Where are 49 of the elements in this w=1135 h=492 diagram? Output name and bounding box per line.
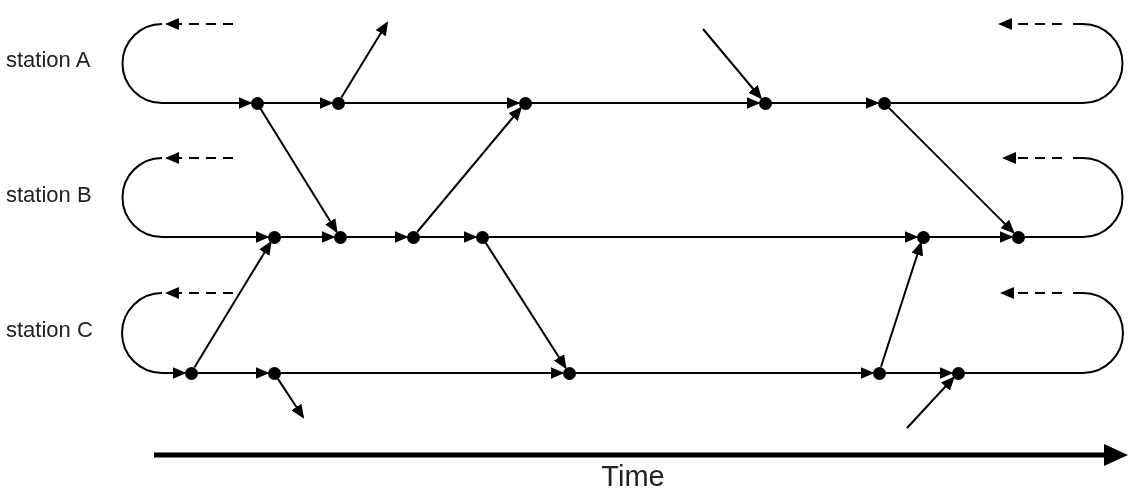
event-dot — [184, 366, 198, 380]
station-label: station B — [6, 184, 92, 206]
event-dot — [1011, 230, 1025, 244]
event-dot — [475, 230, 489, 244]
message-arrow — [880, 241, 923, 368]
event-dot — [758, 96, 772, 110]
message-arrow — [259, 107, 338, 234]
timeline-arrow — [770, 97, 880, 109]
timeline-arrow — [345, 231, 409, 243]
message-arrow — [702, 28, 763, 100]
loop-arrow — [121, 157, 270, 243]
message-arrow — [276, 377, 305, 419]
timeline-arrow — [279, 231, 336, 243]
event-dot — [267, 230, 281, 244]
timeline-arrow — [884, 367, 954, 379]
event-dot — [916, 230, 930, 244]
message-arrow — [887, 106, 1015, 234]
timeline-arrow — [343, 97, 521, 109]
message-arrow — [484, 241, 567, 370]
message-arrow — [906, 376, 955, 429]
message-arrow — [416, 106, 523, 233]
event-dot — [518, 96, 532, 110]
timeline-arrow — [279, 367, 565, 379]
timeline-arrow — [530, 97, 761, 109]
timeline-arrow — [928, 231, 1014, 243]
event-dot — [267, 366, 281, 380]
event-dot — [331, 96, 345, 110]
message-arrow — [340, 21, 389, 99]
loop-arrow — [121, 23, 253, 109]
message-arrow — [193, 240, 272, 369]
event-dot — [562, 366, 576, 380]
event-dot — [951, 366, 965, 380]
timeline-arrow — [262, 97, 334, 109]
event-dot — [877, 96, 891, 110]
timeline-arrow — [196, 367, 270, 379]
loop-arrow — [121, 292, 187, 379]
event-dot — [250, 96, 264, 110]
timeline-arrow — [487, 231, 919, 243]
event-dot — [872, 366, 886, 380]
timeline-arrow — [418, 231, 478, 243]
axis-label: Time — [601, 462, 665, 491]
event-dot — [333, 230, 347, 244]
loop-line — [1023, 157, 1124, 238]
event-dot — [406, 230, 420, 244]
loop-line — [889, 23, 1124, 104]
timeline-arrow — [574, 367, 875, 379]
station-label: station A — [6, 49, 91, 71]
loop-line — [963, 292, 1124, 374]
station-label: station C — [6, 319, 93, 341]
